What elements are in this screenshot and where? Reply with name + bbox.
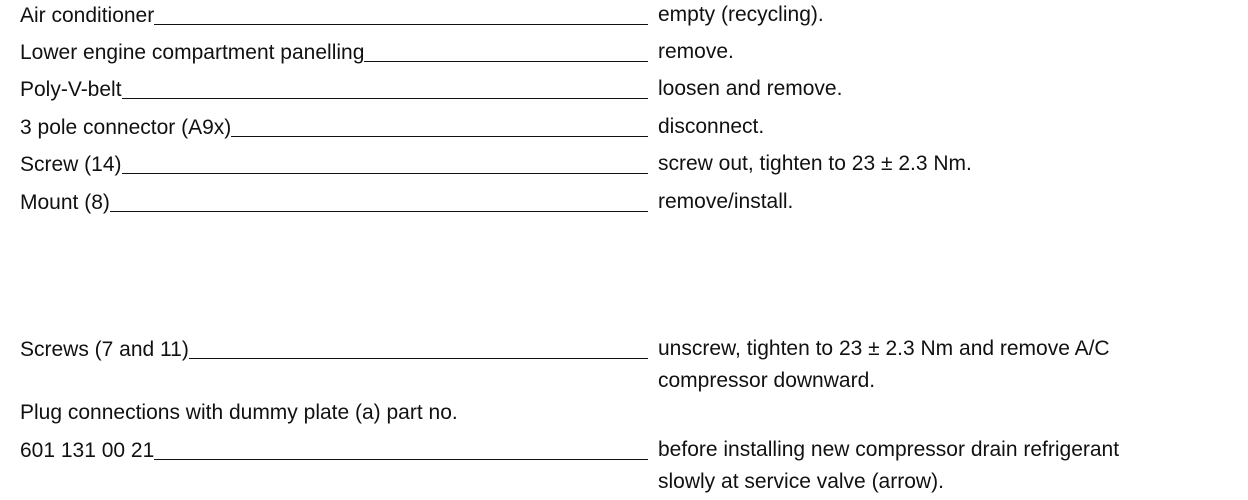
step-label-wrap: Mount (8) (20, 189, 648, 215)
step-row-screw-14: Screw (14) screw out, tighten to 23 ± 2.… (0, 151, 1248, 185)
step-label: Mount (8) (20, 191, 110, 214)
step-action: remove. (658, 40, 734, 63)
leader-line (121, 172, 648, 174)
step-label-wrap: Screw (14) (20, 151, 648, 177)
step-row-air-conditioner: Air conditioner empty (recycling). (0, 2, 1248, 36)
leader-line (154, 458, 648, 460)
step-action: unscrew, tighten to 23 ± 2.3 Nm and remo… (658, 333, 1110, 397)
step-action-line: compressor downward. (658, 369, 876, 392)
step-label: Screw (14) (20, 153, 122, 176)
step-action: remove/install. (658, 190, 794, 213)
leader-line (364, 60, 648, 62)
step-label-wrap: 601 131 00 21 (20, 437, 648, 463)
step-label: 601 131 00 21 (20, 439, 155, 462)
step-action: disconnect. (658, 115, 765, 138)
step-label-wrap: Poly-V-belt (20, 76, 648, 102)
leader-line (154, 23, 648, 25)
step-action-line: slowly at service valve (arrow). (658, 470, 944, 493)
step-action: screw out, tighten to 23 ± 2.3 Nm. (658, 152, 972, 175)
step-row-plug-part-no: 601 131 00 21 before installing new comp… (0, 437, 1248, 499)
step-label: 3 pole connector (A9x) (20, 116, 232, 139)
step-label: Screws (7 and 11) (20, 338, 189, 361)
step-action: before installing new compressor drain r… (658, 434, 1119, 498)
step-action: empty (recycling). (658, 3, 824, 26)
leader-line (231, 135, 648, 137)
leader-line (188, 357, 648, 359)
step-action-line: unscrew, tighten to 23 ± 2.3 Nm and remo… (658, 337, 1110, 360)
step-label: Poly-V-belt (20, 78, 122, 101)
step-row-3-pole-connector: 3 pole connector (A9x) disconnect. (0, 114, 1248, 148)
step-row-poly-v-belt: Poly-V-belt loosen and remove. (0, 76, 1248, 110)
step-row-lower-panelling: Lower engine compartment panelling remov… (0, 39, 1248, 73)
plug-intro-text: Plug connections with dummy plate (a) pa… (20, 401, 458, 424)
step-row-mount-8: Mount (8) remove/install. (0, 189, 1248, 223)
step-row-screws-7-11: Screws (7 and 11) unscrew, tighten to 23… (0, 336, 1248, 400)
step-label-wrap: 3 pole connector (A9x) (20, 114, 648, 140)
step-label-wrap: Lower engine compartment panelling (20, 39, 648, 65)
leader-line (109, 210, 648, 212)
step-action: loosen and remove. (658, 77, 843, 100)
step-label-wrap: Screws (7 and 11) (20, 336, 648, 362)
step-label: Air conditioner (20, 4, 155, 27)
leader-line (121, 97, 648, 99)
step-label-wrap: Air conditioner (20, 2, 648, 28)
step-label: Lower engine compartment panelling (20, 41, 365, 64)
step-action-line: before installing new compressor drain r… (658, 438, 1120, 461)
